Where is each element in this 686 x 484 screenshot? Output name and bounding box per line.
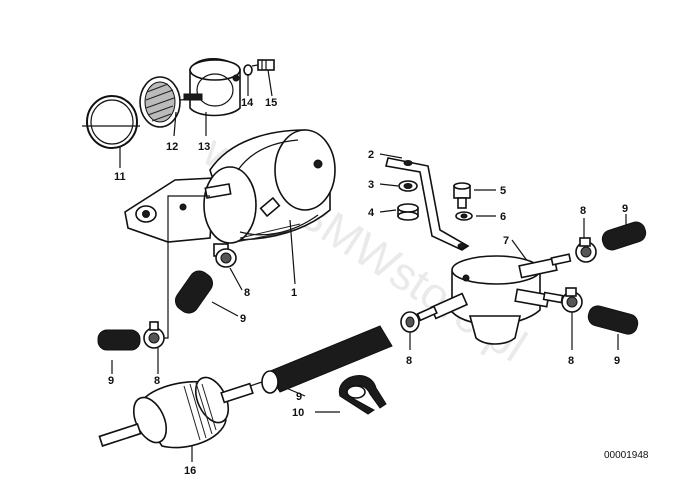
- callout-11: 11: [114, 171, 126, 183]
- callout-8-right-upper: 8: [580, 205, 586, 217]
- callout-9-right-lower: 9: [614, 355, 620, 367]
- callout-5: 5: [500, 185, 506, 197]
- callout-10: 10: [292, 407, 304, 419]
- callout-13: 13: [198, 141, 210, 153]
- hose-clamp-1: [215, 248, 237, 268]
- callout-14: 14: [241, 97, 254, 109]
- hose-clamp-4: [575, 237, 597, 263]
- callout-3: 3: [368, 179, 374, 191]
- fuel-pump-body-part: [124, 129, 336, 257]
- callout-labels: 1 2 3 4 5 6 7 8 8 8 8 8 8 9 9 9 9 9 10 1…: [108, 97, 649, 477]
- callout-9-right-upper: 9: [622, 203, 628, 215]
- fuel-distributor-part: [416, 253, 572, 345]
- hose-right-upper: [601, 221, 647, 251]
- hose-clamp-2: [143, 321, 165, 349]
- callout-16: 16: [184, 465, 196, 477]
- doc-number: 00001948: [604, 450, 649, 461]
- hose-clamp-5: [561, 287, 583, 313]
- callout-8-left: 8: [154, 375, 160, 387]
- support-bracket-part: [385, 157, 470, 251]
- callout-8-pump: 8: [244, 287, 250, 299]
- washer-3-part: [398, 180, 418, 192]
- callout-1: 1: [291, 287, 297, 299]
- filter-screen-part: [139, 76, 201, 128]
- callout-4: 4: [368, 207, 375, 219]
- callout-8-center: 8: [406, 355, 412, 367]
- callout-2: 2: [368, 149, 374, 161]
- callout-9-pipe: 9: [296, 391, 302, 403]
- callout-9-left: 9: [108, 375, 114, 387]
- pump-cover-part: [183, 58, 241, 117]
- inline-fuel-filter-part: [98, 376, 263, 449]
- hose-clamp-3: [400, 311, 420, 333]
- callout-9-pump: 9: [240, 313, 246, 325]
- callout-12: 12: [166, 141, 178, 153]
- callout-15: 15: [265, 97, 277, 109]
- callout-6: 6: [500, 211, 506, 223]
- washer-part: [243, 64, 253, 76]
- washer-6-part: [455, 211, 473, 221]
- callout-7: 7: [503, 235, 509, 247]
- hose-left-upper: [174, 270, 214, 314]
- bolt-4-part: [397, 203, 419, 221]
- sealing-ring-part: [82, 95, 140, 149]
- hose-clip-part: [338, 375, 387, 415]
- screw-5-part: [453, 182, 471, 209]
- hose-long-pipe: [261, 325, 393, 394]
- hose-right-lower: [587, 305, 639, 335]
- callout-8-right-lower: 8: [568, 355, 574, 367]
- screw-part: [251, 59, 275, 71]
- hose-left-lower: [97, 329, 141, 351]
